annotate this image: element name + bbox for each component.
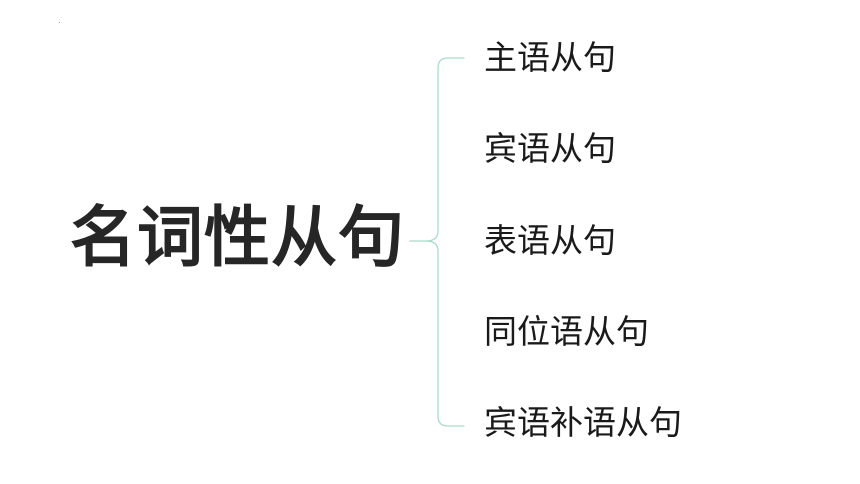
branch-item-appositive-clause: 同位语从句 (484, 312, 649, 351)
branch-item-subject-clause: 主语从句 (484, 38, 616, 77)
branch-item-object-complement-clause: 宾语补语从句 (484, 403, 682, 442)
decorative-dot (59, 22, 60, 23)
branch-item-predicative-clause: 表语从句 (484, 221, 616, 260)
branch-item-object-clause: 宾语从句 (484, 129, 616, 168)
bracket-path (409, 57, 465, 427)
root-node-title: 名词性从句 (70, 199, 405, 276)
